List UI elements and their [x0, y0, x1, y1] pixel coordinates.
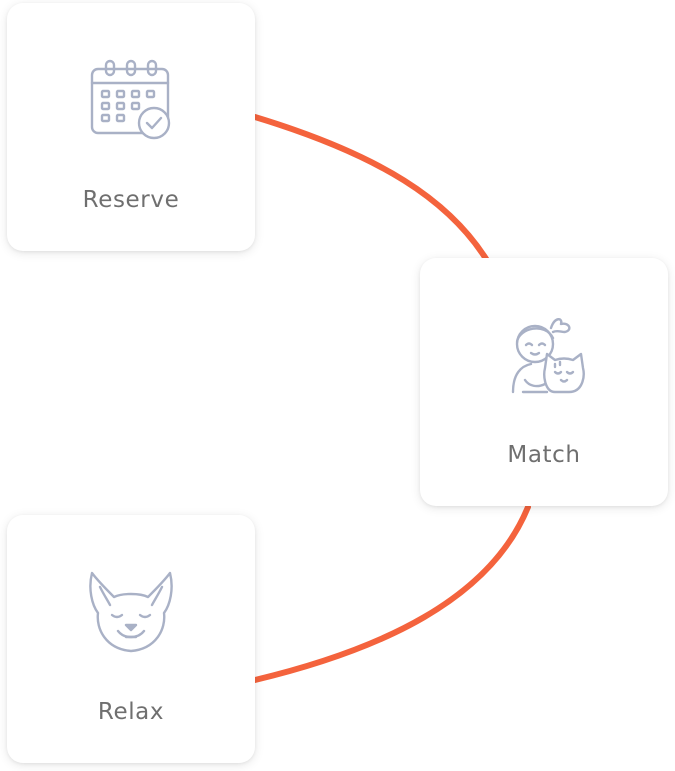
person-with-cat-icon [511, 318, 585, 394]
step-label: Relax [97, 699, 165, 725]
step-card-match: Match [420, 258, 668, 506]
step-label: Match [507, 442, 581, 468]
step-label: Reserve [82, 187, 180, 213]
step-card-relax: Relax [7, 515, 255, 763]
calendar-check-icon [90, 59, 171, 140]
step-card-reserve: Reserve [7, 3, 255, 251]
relaxed-dog-icon [89, 571, 173, 653]
